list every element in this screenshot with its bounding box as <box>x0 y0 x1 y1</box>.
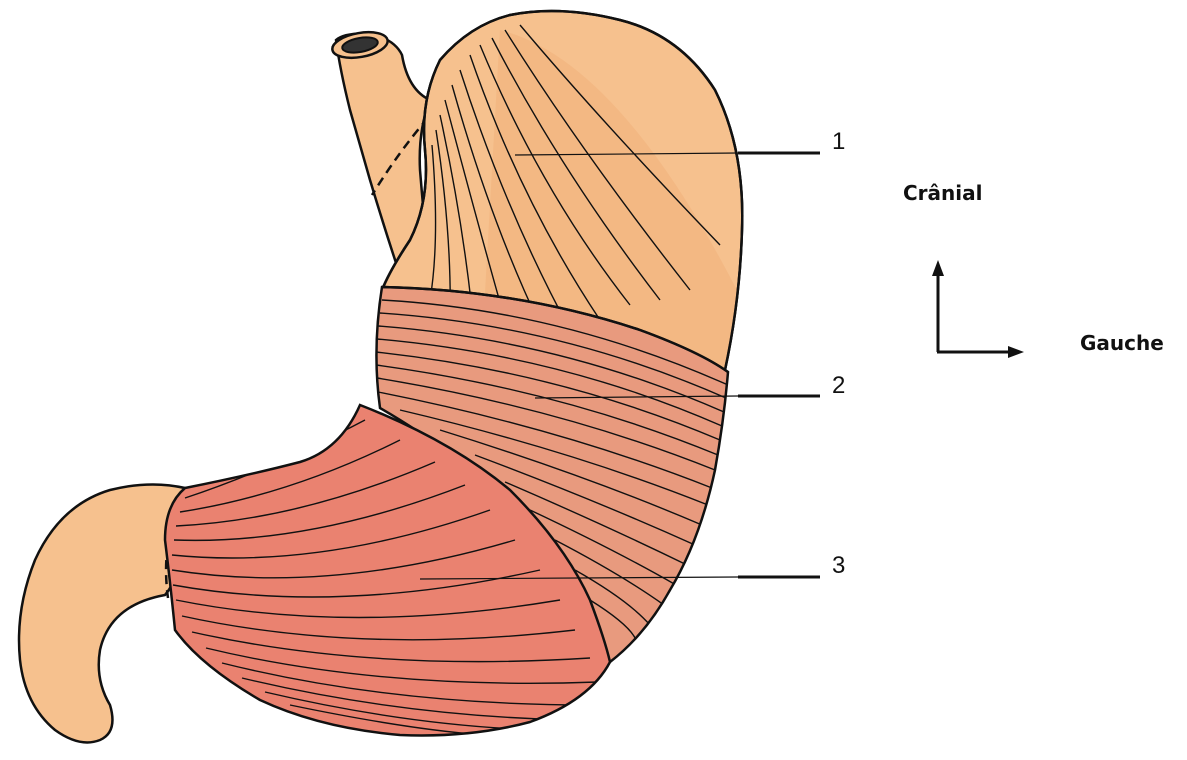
callout-label-1: 1 <box>832 128 845 156</box>
callout-label-2: 2 <box>832 372 845 400</box>
orientation-label-cranial: Crânial <box>903 181 982 205</box>
orientation-indicator <box>932 260 1024 358</box>
callout-label-3: 3 <box>832 552 845 580</box>
arrow-up-icon <box>932 260 944 276</box>
duodenum <box>19 484 185 742</box>
arrow-right-icon <box>1008 346 1024 358</box>
orientation-label-left: Gauche <box>1080 331 1164 355</box>
